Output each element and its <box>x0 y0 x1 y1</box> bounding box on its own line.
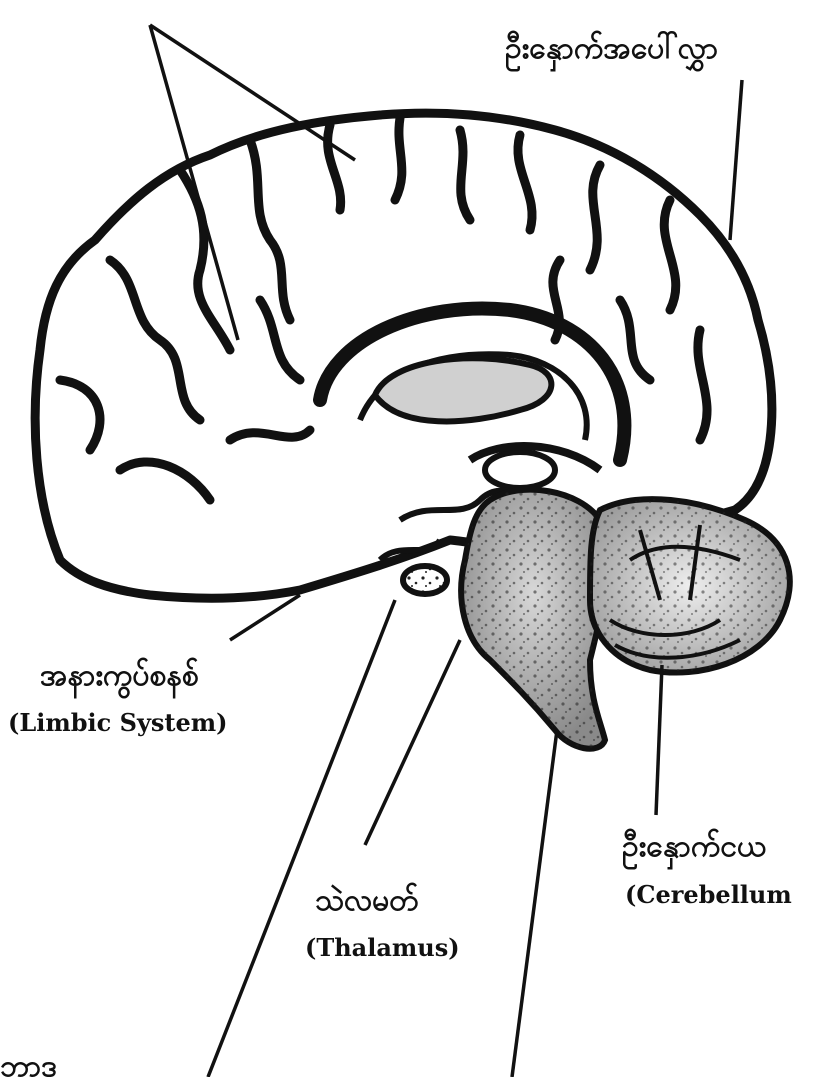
thalamus-label-myanmar: သဲလမတ် <box>315 880 418 925</box>
cerebellum-label-english: (Cerebellum <box>625 880 792 909</box>
cerebellum-label-myanmar: ဦးနှောက်ငယ <box>622 826 766 871</box>
limbic-label-english: (Limbic System) <box>8 708 228 737</box>
thalamus-label-english: (Thalamus) <box>305 933 460 962</box>
limbic-label-myanmar: အနားကွပ်စနစ် <box>40 655 199 700</box>
cortex-folds <box>60 118 707 500</box>
thalamus-region <box>485 452 555 488</box>
bottom-left-label: ဘာဒ <box>0 1046 57 1077</box>
ventricle <box>375 358 551 421</box>
cortex-label: ဦးနှောက်အပေါ်လွှာ <box>505 28 718 73</box>
